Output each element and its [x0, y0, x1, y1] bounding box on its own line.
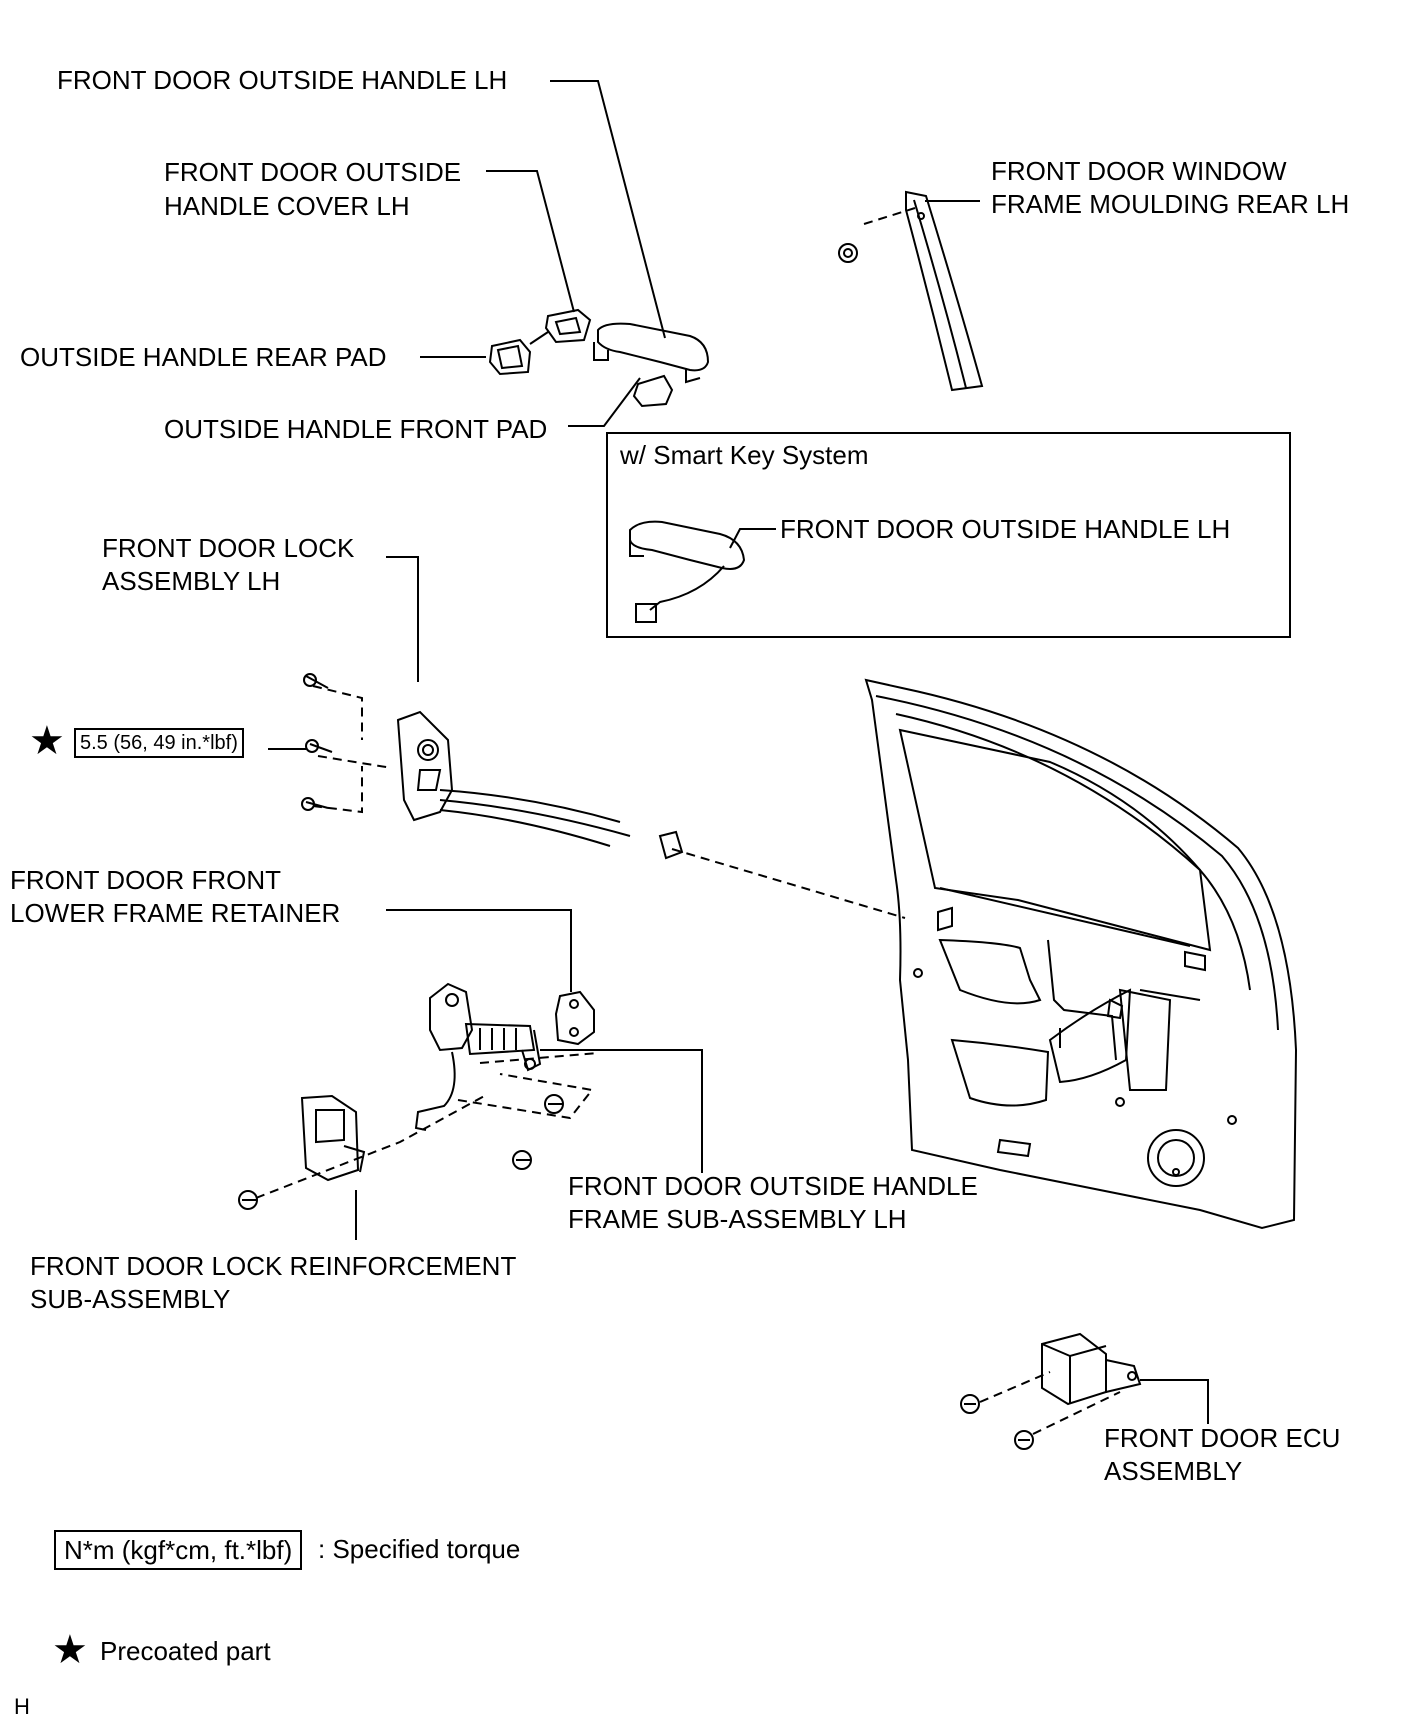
window-moulding	[838, 190, 984, 392]
legend-torque-unit-box: N*m (kgf*cm, ft.*lbf)	[54, 1530, 303, 1570]
lock-reinforcement	[238, 1094, 366, 1210]
label-ecu-line1: FRONT DOOR ECU	[1104, 1423, 1341, 1453]
smart-key-title: w/ Smart Key System	[620, 440, 869, 470]
alignment-lines	[255, 207, 1121, 1435]
leader-outside-handle	[550, 80, 666, 339]
label-handle-frame-line1: FRONT DOOR OUTSIDE HANDLE	[568, 1171, 978, 1201]
label-ecu-line2: ASSEMBLY	[1104, 1456, 1243, 1486]
door-panel	[864, 678, 1298, 1230]
leader-lock-assy	[386, 556, 419, 682]
label-window-moulding-line2: FRAME MOULDING REAR LH	[991, 189, 1350, 219]
legend-torque-desc: : Specified torque	[318, 1534, 521, 1564]
leader-front-pad	[568, 377, 641, 427]
label-handle-frame-line2: FRAME SUB-ASSEMBLY LH	[568, 1204, 907, 1234]
leader-retainer	[386, 909, 572, 992]
handle-cover	[544, 308, 592, 344]
torque-spec-box: 5.5 (56, 49 in.*lbf)	[74, 728, 244, 758]
label-handle-cover-line1: FRONT DOOR OUTSIDE	[164, 157, 462, 187]
label-rear-pad: OUTSIDE HANDLE REAR PAD	[20, 342, 387, 372]
leader-lines	[268, 80, 1209, 1424]
leader-smart-key-handle	[729, 528, 776, 549]
frame-retainer	[554, 990, 595, 1046]
label-lock-assy-line1: FRONT DOOR LOCK	[102, 533, 355, 563]
label-outside-handle: FRONT DOOR OUTSIDE HANDLE LH	[57, 65, 508, 95]
lock-bolts	[301, 673, 333, 811]
leader-handle-cover	[486, 170, 575, 313]
legend-star-icon: ★	[52, 1627, 88, 1673]
label-handle-cover-line2: HANDLE COVER LH	[164, 191, 410, 221]
smart-key-handle	[629, 520, 746, 623]
label-front-pad: OUTSIDE HANDLE FRONT PAD	[164, 414, 548, 444]
label-smart-key-handle: FRONT DOOR OUTSIDE HANDLE LH	[780, 514, 1231, 544]
front-door-ecu	[960, 1332, 1142, 1450]
leader-ecu	[1140, 1379, 1209, 1424]
lock-assembly	[396, 710, 684, 860]
outside-handle	[597, 322, 710, 372]
smart-key-box	[606, 432, 1291, 638]
label-lock-assy-line2: ASSEMBLY LH	[102, 566, 281, 596]
label-reinforcement-line2: SUB-ASSEMBLY	[30, 1284, 231, 1314]
precoat-star-icon: ★	[29, 718, 65, 764]
label-retainer-line2: LOWER FRAME RETAINER	[10, 898, 341, 928]
outside-handle-parts	[488, 308, 710, 408]
figure-code: H	[14, 1694, 30, 1719]
front-pad	[632, 374, 674, 408]
legend-precoat-desc: Precoated part	[100, 1636, 271, 1666]
label-window-moulding-line1: FRONT DOOR WINDOW	[991, 156, 1287, 186]
handle-frame	[414, 982, 564, 1170]
label-reinforcement-line1: FRONT DOOR LOCK REINFORCEMENT	[30, 1251, 517, 1281]
leader-handle-frame	[540, 1049, 703, 1173]
label-retainer-line1: FRONT DOOR FRONT	[10, 865, 282, 895]
rear-pad	[488, 338, 532, 376]
